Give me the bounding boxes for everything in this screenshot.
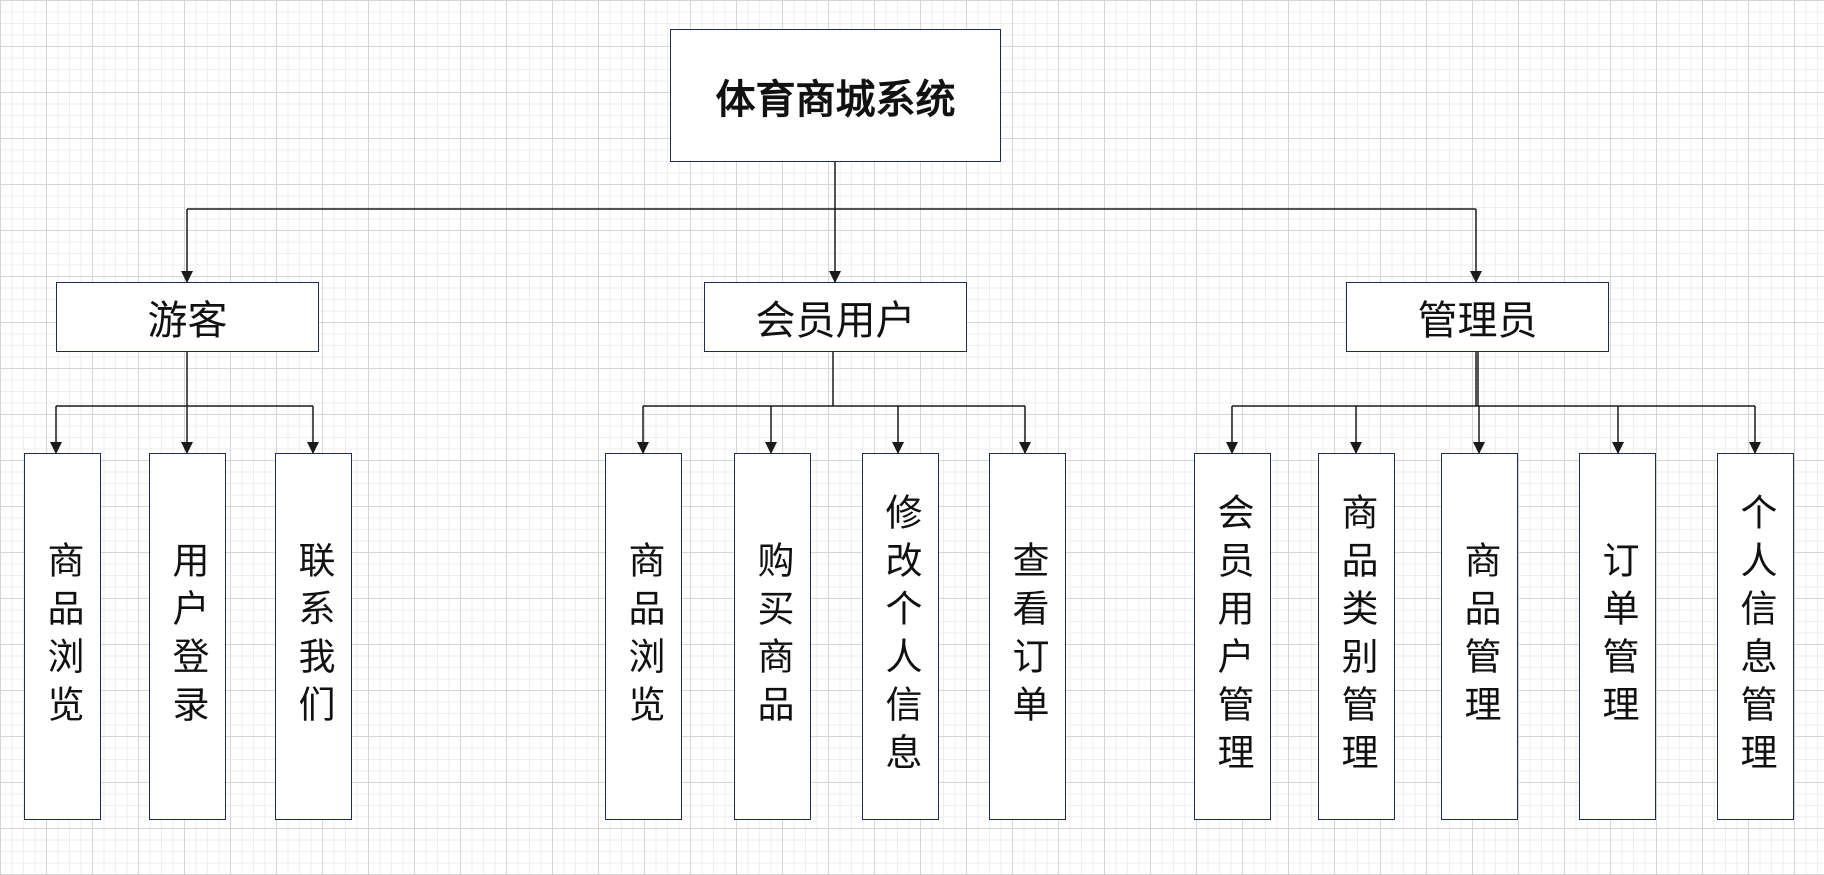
leaf-node-label: 联系我们 (292, 540, 335, 733)
leaf-node: 购买商品 (734, 453, 811, 820)
leaf-node: 联系我们 (275, 453, 352, 820)
leaf-node-label: 商品浏览 (41, 540, 84, 733)
leaf-node-label: 查看订单 (1006, 540, 1049, 733)
role-node-member: 会员用户 (704, 282, 967, 352)
root-node: 体育商城系统 (670, 29, 1001, 162)
leaf-node-label: 订单管理 (1596, 540, 1639, 733)
leaf-node-label: 修改个人信息 (879, 492, 922, 781)
root-node-label: 体育商城系统 (715, 76, 956, 123)
leaf-node: 商品浏览 (24, 453, 101, 820)
leaf-node-label: 商品浏览 (622, 540, 665, 733)
leaf-node: 商品管理 (1441, 453, 1518, 820)
leaf-node-label: 购买商品 (751, 540, 794, 733)
role-node-visitor: 游客 (56, 282, 319, 352)
leaf-node-label: 个人信息管理 (1734, 492, 1777, 781)
leaf-node: 用户登录 (149, 453, 226, 820)
leaf-node: 个人信息管理 (1717, 453, 1794, 820)
leaf-node: 会员用户管理 (1194, 453, 1271, 820)
leaf-node-label: 商品类别管理 (1335, 492, 1378, 781)
leaf-node: 查看订单 (989, 453, 1066, 820)
leaf-node: 商品类别管理 (1318, 453, 1395, 820)
leaf-node: 商品浏览 (605, 453, 682, 820)
leaf-node-label: 用户登录 (166, 540, 209, 733)
leaf-node: 修改个人信息 (862, 453, 939, 820)
role-node-label: 会员用户 (755, 298, 916, 344)
leaf-node-label: 会员用户管理 (1211, 492, 1254, 781)
role-node-label: 管理员 (1417, 298, 1538, 344)
leaf-node: 订单管理 (1579, 453, 1656, 820)
leaf-node-label: 商品管理 (1458, 540, 1501, 733)
role-node-label: 游客 (147, 298, 228, 344)
role-node-admin: 管理员 (1346, 282, 1609, 352)
